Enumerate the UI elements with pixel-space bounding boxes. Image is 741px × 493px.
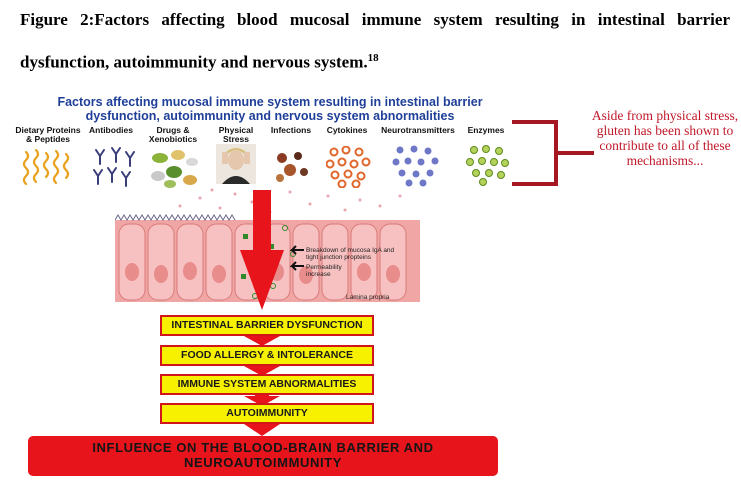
label-permeability: Permeability increase [306,264,342,278]
factor-label-dietary-proteins: Dietary Proteins & Peptides [15,125,81,144]
gluten-callout: Aside from physical stress, gluten has b… [591,108,739,168]
step-food-allergy: FOOD ALLERGY & INTOLERANCE [160,345,374,366]
label-breakdown-iga: Breakdown of mucosa IgA and tight juncti… [306,247,395,261]
final-outcome-box: INFLUENCE ON THE BLOOD-BRAIN BARRIER AND… [28,436,498,476]
neurotransmitter-icon [392,145,439,187]
factor-label-infections: Infections [270,125,312,135]
pills-icon [151,150,198,188]
figure-caption-line2: dysfunction, autoimmunity and nervous sy… [20,52,730,73]
step-autoimmunity: AUTOIMMUNITY [160,403,374,424]
figure-title-line2: dysfunction, autoimmunity and nervous sy… [85,109,455,123]
factor-label-cytokines: Cytokines [326,125,368,135]
factor-label-drugs: Drugs & Xenobiotics [148,125,198,144]
bracket-connector [512,120,594,186]
figure-caption-line1: Figure 2:Factors affecting blood mucosal… [20,10,730,29]
microbe-icon [276,152,308,182]
factor-label-antibodies: Antibodies [89,125,133,135]
caption-reference: 18 [367,52,379,64]
factor-label-neurotransmitters: Neurotransmitters [381,125,455,135]
particle-spray [178,188,402,214]
peptide-chains-icon [22,148,70,186]
stressed-woman-photo [216,144,256,184]
enzyme-icon [466,145,509,186]
factor-label-physical-stress: Physical Stress [218,125,254,144]
cytokine-dots-icon [326,146,371,188]
caption-text: dysfunction, autoimmunity and nervous sy… [20,52,368,72]
label-lamina-propria: Lamina propria [346,294,390,301]
step-intestinal-barrier-dysfunction: INTESTINAL BARRIER DYSFUNCTION [160,315,374,336]
main-down-arrow [240,190,284,310]
figure-title-line1: Factors affecting mucosal immune system … [57,95,483,109]
factor-label-enzymes: Enzymes [467,125,505,135]
pointer-arrows [289,245,304,271]
step-immune-abnormalities: IMMUNE SYSTEM ABNORMALITIES [160,374,374,395]
antibody-y-icon [93,147,135,187]
